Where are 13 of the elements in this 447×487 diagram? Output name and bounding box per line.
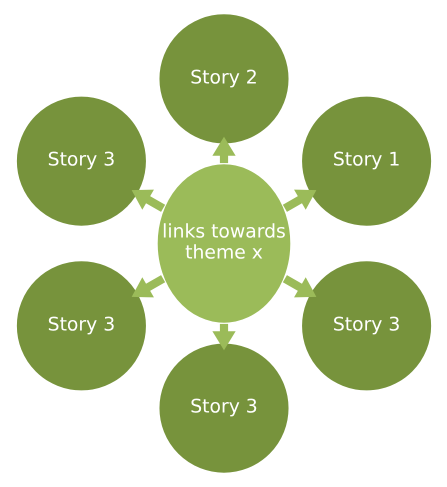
- arrow: [212, 136, 236, 164]
- node-ellipse: links towards theme x: [154, 162, 292, 326]
- node-circle: Story 1: [299, 94, 433, 228]
- node-circle: Story 3: [156, 341, 290, 476]
- node-circle: Story 3: [299, 258, 433, 393]
- arrow: [131, 190, 165, 212]
- arrow: [212, 324, 236, 350]
- arrow: [282, 275, 316, 298]
- node-circle: Story 3: [14, 94, 148, 228]
- node-circle: Story 3: [14, 258, 148, 393]
- arrow: [282, 190, 316, 212]
- node-circle: Story 2: [156, 12, 290, 146]
- arrow: [131, 275, 165, 298]
